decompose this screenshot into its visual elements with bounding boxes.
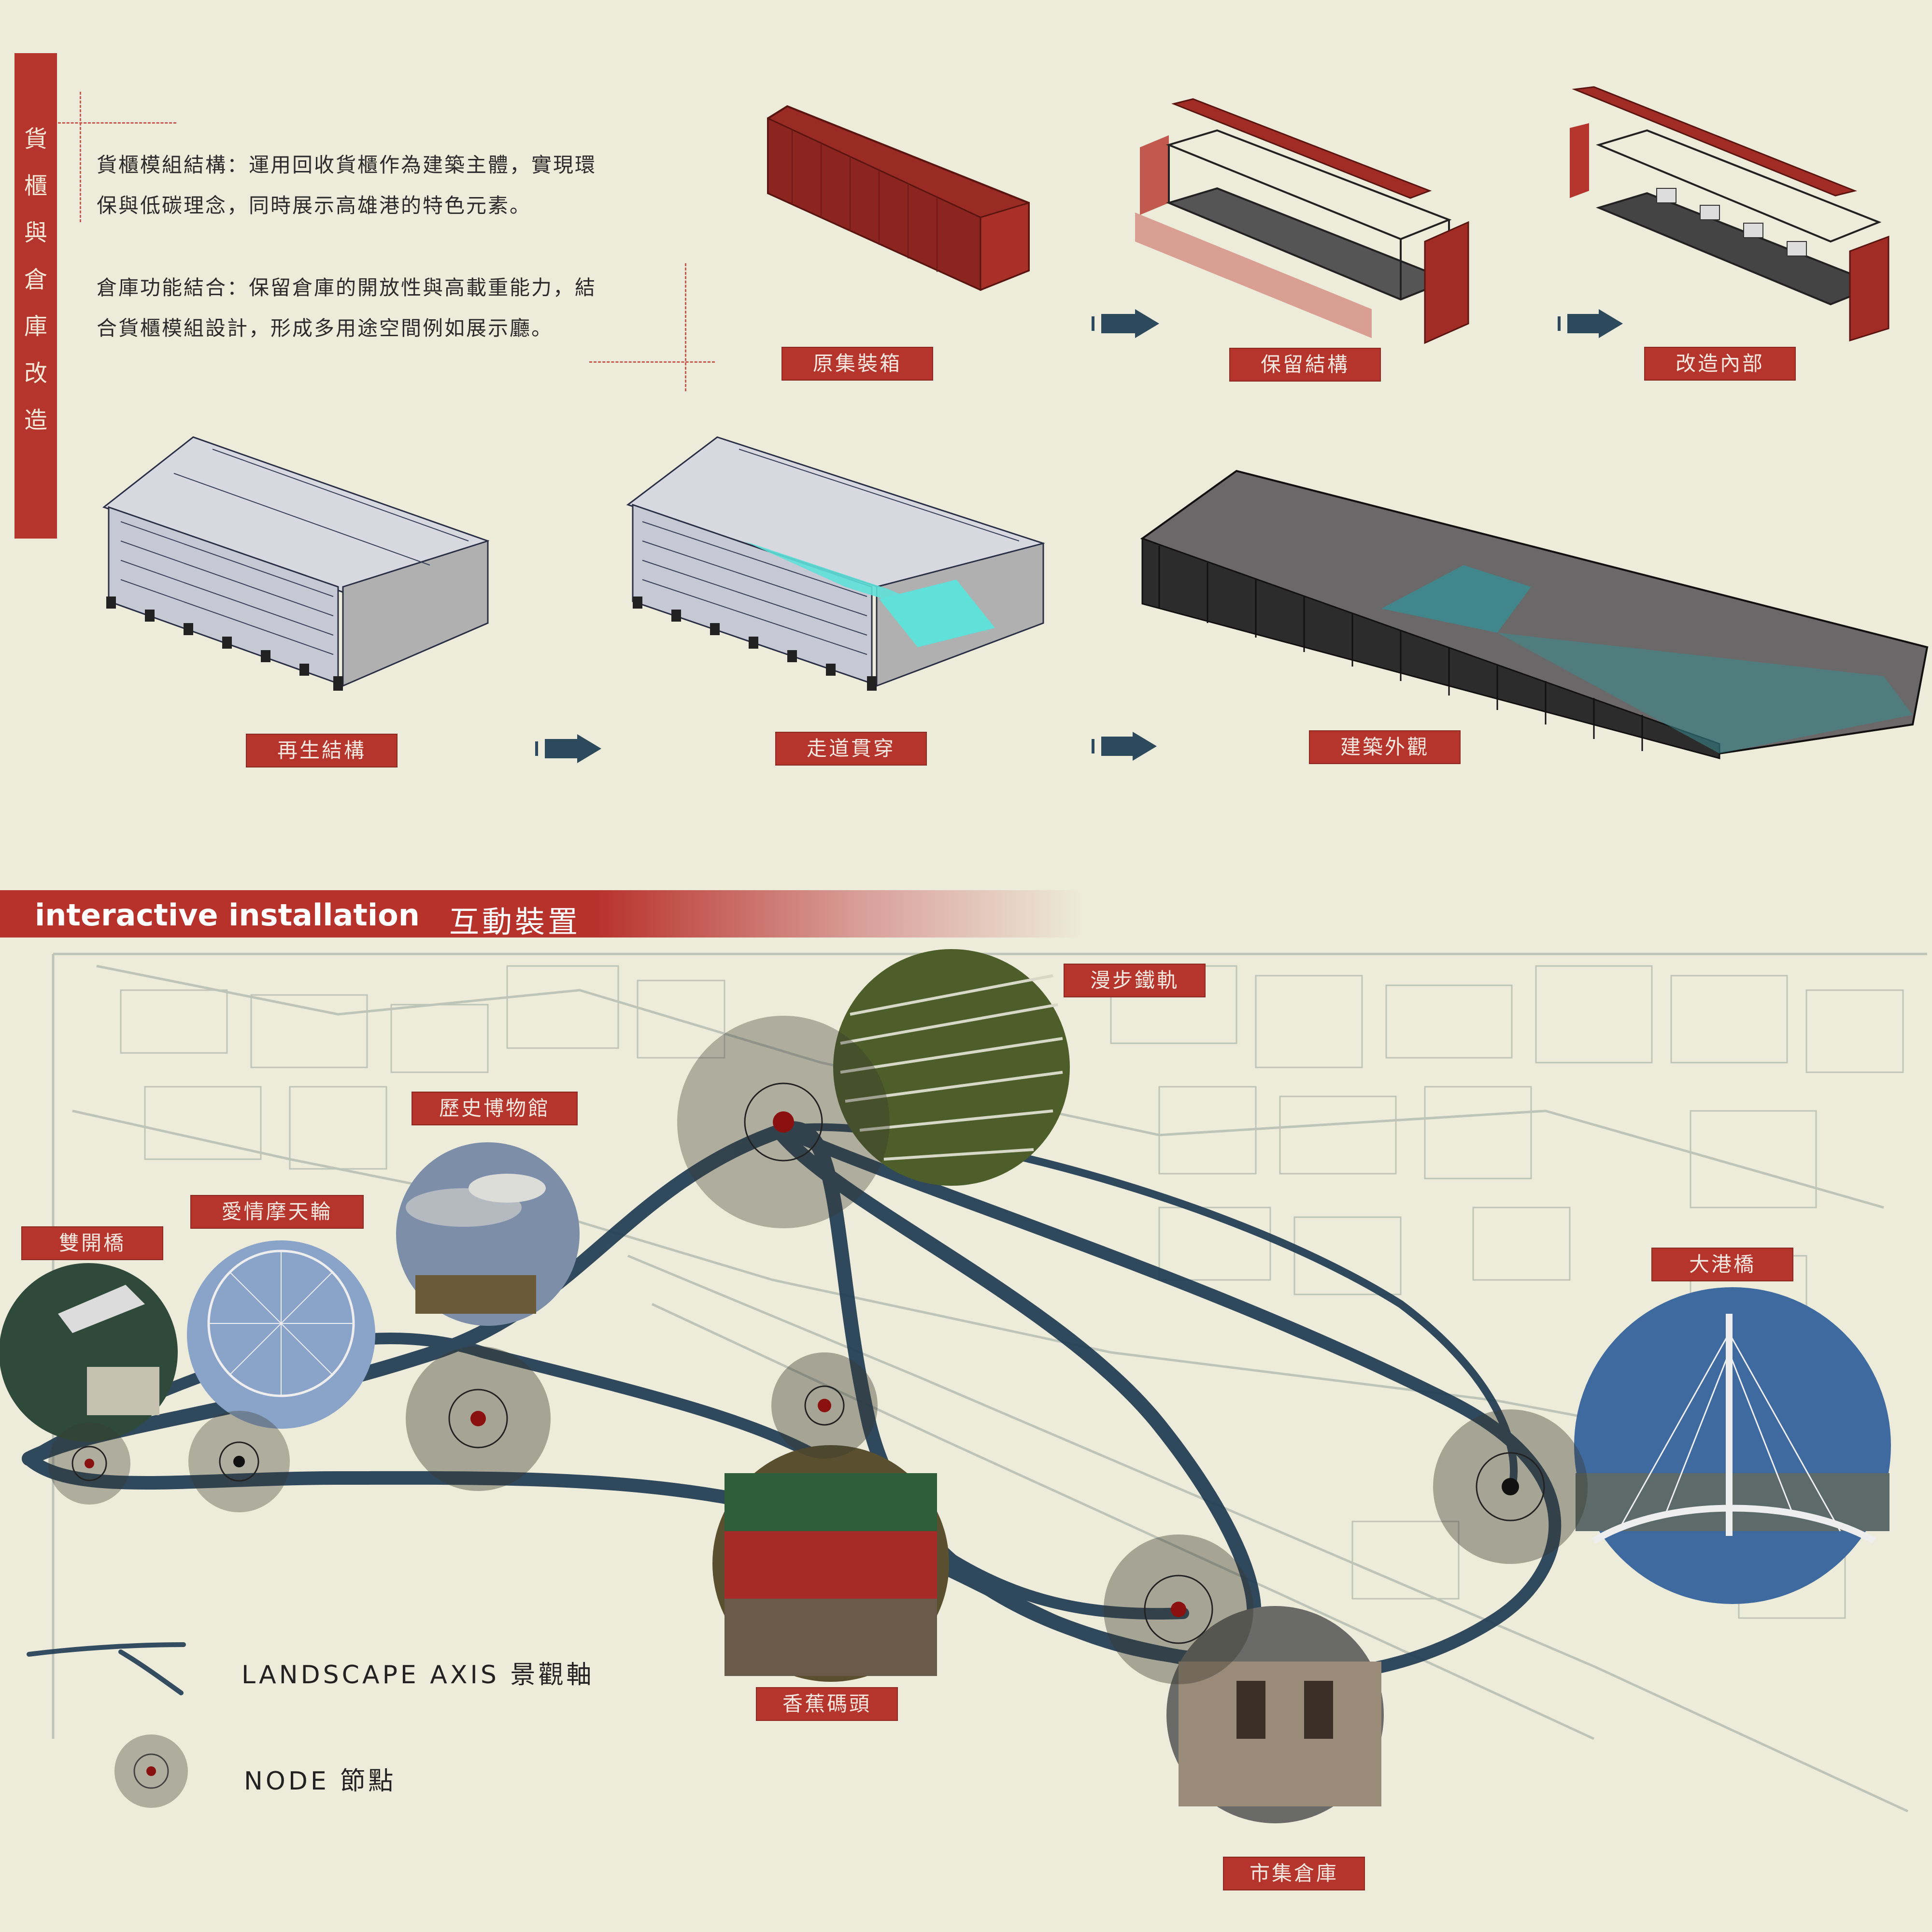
- map-label-double-bridge: 雙開橋: [21, 1226, 163, 1260]
- dashed-line: [58, 122, 176, 124]
- node-markers: [48, 1016, 1588, 1684]
- step-label-building-exterior: 建築外觀: [1309, 730, 1461, 764]
- side-title-char: 櫃: [24, 172, 47, 199]
- step-label-original-container: 原集裝箱: [781, 347, 933, 381]
- map-label-big-bridge: 大港橋: [1651, 1248, 1793, 1281]
- section-title-en: interactive installation: [35, 897, 420, 933]
- step-label-renovate-interior: 改造內部: [1644, 347, 1796, 381]
- legend-axis-label: LANDSCAPE AXIS 景觀軸: [242, 1661, 595, 1690]
- photo-circle-museum: [396, 1142, 580, 1326]
- desc-line: 合貨櫃模組設計，形成多用途空間例如展示廳。: [97, 316, 554, 340]
- side-title-bar: [14, 53, 57, 539]
- side-title-char: 改: [24, 360, 47, 387]
- photo-circle-rail: [833, 949, 1070, 1186]
- side-title-char: 庫: [24, 313, 47, 340]
- dashed-line: [589, 361, 715, 363]
- photo-circle-banana-pier: [712, 1445, 949, 1682]
- arrow-icon: [535, 732, 1157, 763]
- map-label-museum: 歷史博物館: [412, 1092, 578, 1125]
- legend-node-label: NODE 節點: [244, 1767, 397, 1796]
- desc-line: 保與低碳理念，同時展示高雄港的特色元素。: [97, 194, 532, 217]
- desc-line: 倉庫功能結合：保留倉庫的開放性與高載重能力，結: [97, 276, 597, 299]
- description-warehouse-function: 倉庫功能結合：保留倉庫的開放性與高載重能力，結 合貨櫃模組設計，形成多用途空間例…: [97, 268, 686, 349]
- map-label-banana-pier: 香蕉碼頭: [756, 1687, 898, 1721]
- side-title-char: 倉: [24, 266, 47, 293]
- legend-node-icon: [114, 1734, 188, 1808]
- map-label-rail: 漫步鐵軌: [1064, 964, 1206, 997]
- desc-line: 貨櫃模組結構：運用回收貨櫃作為建築主體，實現環: [97, 153, 597, 177]
- side-title-char: 造: [24, 407, 47, 434]
- photo-circle-double-bridge: [0, 1263, 178, 1442]
- map-label-market-warehouse: 市集倉庫: [1223, 1857, 1365, 1890]
- photo-circle-big-bridge: [1574, 1287, 1891, 1604]
- step-label-regenerated-structure: 再生結構: [246, 734, 398, 767]
- description-container-structure: 貨櫃模組結構：運用回收貨櫃作為建築主體，實現環 保與低碳理念，同時展示高雄港的特…: [97, 145, 686, 226]
- container-structure-drawing: [1135, 98, 1469, 344]
- warehouse-corridor-drawing: [626, 436, 1045, 691]
- photo-circle-market-warehouse: [1166, 1606, 1384, 1823]
- dashed-line: [685, 263, 686, 391]
- step-label-corridor: 走道貫穿: [775, 732, 927, 766]
- photo-circle-ferris: [187, 1240, 375, 1429]
- legend-axis-icon: [27, 1642, 186, 1695]
- side-title-char: 貨: [24, 126, 47, 153]
- building-exterior-drawing: [1140, 469, 1929, 759]
- section-title-zh: 互動裝置: [449, 904, 581, 939]
- container-interior-drawing: [1570, 86, 1889, 342]
- side-title-char: 與: [24, 219, 47, 246]
- step-label-retain-structure: 保留結構: [1229, 348, 1381, 382]
- section-band: [0, 890, 1082, 938]
- arrow-icon: [1092, 309, 1623, 338]
- map-label-ferris: 愛情摩天輪: [190, 1195, 364, 1229]
- container-original-drawing: [767, 105, 1030, 291]
- warehouse-regenerated-drawing: [102, 436, 490, 691]
- side-title: 貨櫃與倉庫改造: [14, 116, 57, 444]
- dashed-line: [80, 92, 81, 222]
